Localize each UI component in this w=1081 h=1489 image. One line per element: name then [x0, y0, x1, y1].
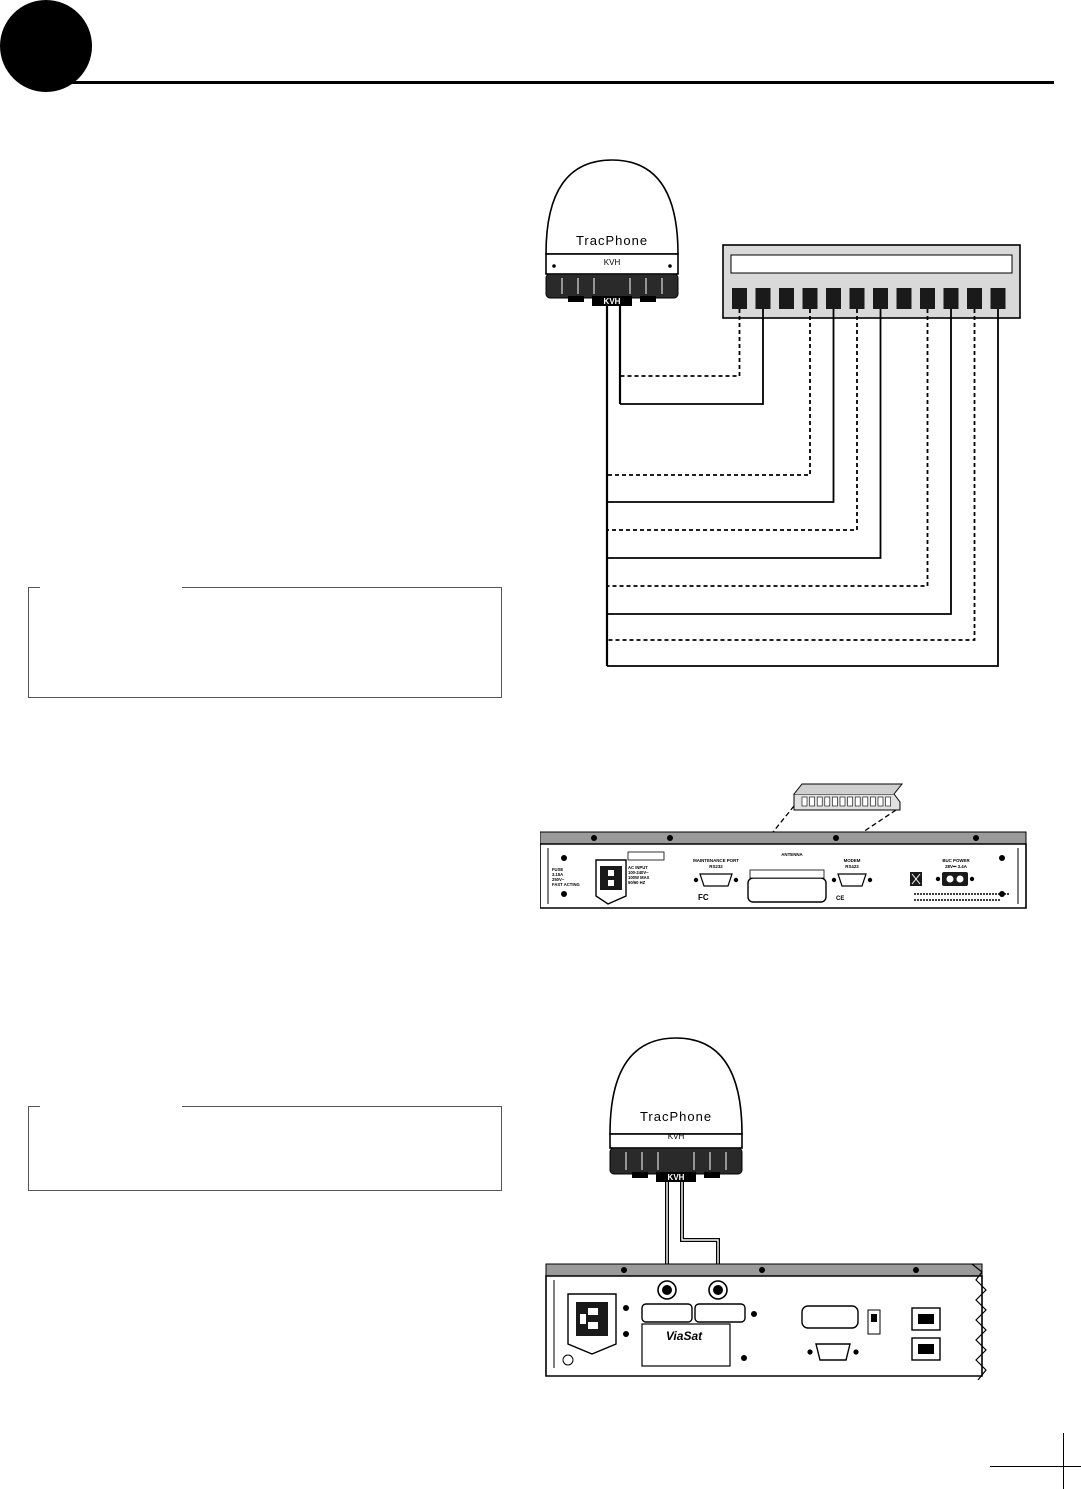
modem-power-inlet: [567, 1293, 617, 1355]
terminal-9: [920, 288, 935, 309]
wire-2: [620, 309, 764, 405]
dome-2-bottom-maker-text: KVH: [668, 1173, 685, 1182]
torn-edge: [971, 1263, 987, 1380]
terminal-8: [896, 288, 912, 309]
plug-pin: [870, 796, 876, 807]
power-inlet: [595, 859, 627, 905]
plug-pin: [877, 796, 884, 807]
plug-pin: [839, 796, 846, 807]
ac-input-label-4: 50/60 HZ: [628, 880, 646, 885]
terminal-10: [943, 288, 959, 309]
wire-12: [607, 309, 999, 667]
wire-1: [620, 309, 741, 377]
maintenance-port-label-2: RS232: [709, 864, 723, 869]
modem-display-window: [801, 1305, 859, 1329]
plug-pin: [801, 796, 808, 807]
wire-11: [607, 309, 976, 641]
plug-pin: [854, 796, 861, 807]
antenna-label: ANTENNA: [781, 852, 803, 857]
terminal-6: [849, 288, 865, 309]
plug-pin: [809, 796, 815, 807]
dome-maker-text: KVH: [604, 258, 621, 267]
f-connector-tx: [708, 1280, 728, 1300]
buc-power-connector: [935, 872, 975, 886]
wire-6: [607, 309, 858, 531]
plug-pin: [862, 796, 869, 807]
dome-brand-text: TracPhone: [576, 233, 648, 248]
fuse-label-2: 3.15A: [552, 872, 563, 877]
terminal-1: [732, 288, 747, 309]
dome-2-maker-text: KVH: [668, 1132, 685, 1141]
wire-7: [607, 309, 882, 559]
fuse-label-1: FUSE: [552, 867, 563, 872]
maintenance-port-label-1: MAINTENANCE PORT: [693, 858, 739, 863]
terminal-3: [779, 288, 794, 309]
wire-9: [607, 309, 929, 587]
terminal-12: [990, 288, 1006, 309]
ground-switch: [910, 872, 922, 886]
note-box-2: [28, 1106, 502, 1191]
wire-5: [607, 309, 835, 503]
crop-mark-horizontal: [990, 1466, 1081, 1467]
tracphone-dome: TracPhone KVH KVH: [545, 159, 679, 306]
modem-label-1: MODEM: [844, 858, 861, 863]
plug-pin: [816, 796, 823, 807]
modem-port-connector: [831, 873, 873, 887]
ce-mark: CE: [836, 896, 844, 902]
note-box-1: [28, 587, 502, 698]
note-box-2-tab: [40, 1104, 182, 1108]
fuse-label-3: 250V~: [552, 877, 565, 882]
terminal-11: [967, 288, 982, 309]
modem-connection-diagram: TracPhone KVH KVH ViaSat: [545, 1037, 987, 1380]
fuse-label-4: FAST ACTING: [552, 882, 580, 887]
fcc-mark: FC: [698, 893, 709, 902]
section-marker: [0, 0, 92, 92]
viasat-logo-text: ViaSat: [666, 1329, 703, 1343]
plug-pin: [847, 796, 853, 807]
rear-panel-diagram: FUSE 3.15A 250V~ FAST ACTING AC INPUT 10…: [540, 783, 1027, 909]
tracphone-dome-2: TracPhone KVH KVH: [609, 1037, 743, 1182]
buc-power-label-1: BUC POWER: [942, 858, 970, 863]
terminal-7: [873, 288, 888, 309]
plug-pin: [824, 796, 831, 807]
wiring-diagram: TracPhone KVH KVH: [545, 159, 1021, 667]
plug-pin: [832, 796, 838, 807]
modem-switch: [867, 1309, 881, 1335]
ac-input-label-1: AC INPUT: [628, 865, 648, 870]
modem-serial-port: [807, 1343, 859, 1361]
modem-ethernet-port-2: [911, 1337, 941, 1361]
crop-mark-vertical: [1063, 1433, 1064, 1489]
wire-10: [607, 309, 952, 615]
dome-2-brand-text: TracPhone: [640, 1109, 712, 1124]
buc-power-label-2: 28V⎓ 3.4A: [945, 864, 968, 869]
wire-4: [607, 309, 811, 476]
maintenance-port-connector: [693, 873, 739, 887]
terminal-5: [826, 288, 841, 309]
terminal-2: [755, 288, 771, 309]
plug-pin: [885, 796, 891, 807]
modem-label-2: RS423: [845, 864, 859, 869]
terminal-plug: [793, 783, 904, 811]
ac-input-label-3: 100W MAX: [628, 875, 650, 880]
terminal-4: [802, 288, 818, 309]
f-connector-rx: [657, 1280, 677, 1300]
ac-input-label-2: 100-240V~: [628, 870, 649, 875]
terminal-strip: [722, 244, 1021, 319]
dome-bottom-maker-text: KVH: [604, 297, 621, 306]
antenna-terminal-header: [747, 869, 827, 903]
modem-ethernet-port-1: [911, 1307, 941, 1331]
note-box-1-tab: [40, 585, 182, 589]
header-rule: [60, 81, 1054, 84]
